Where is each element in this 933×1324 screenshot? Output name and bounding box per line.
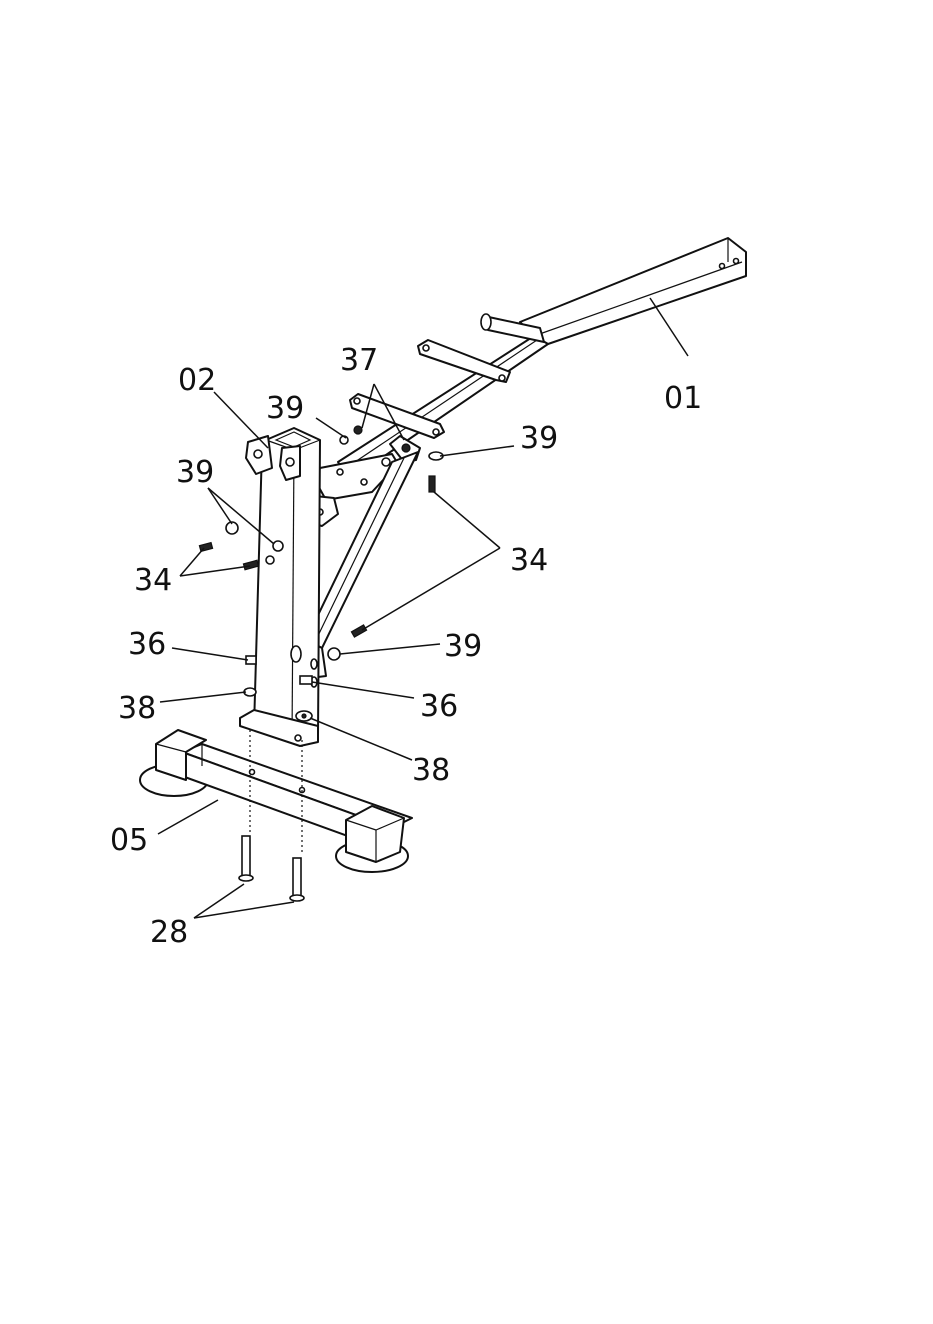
label-part-34-right: 34 [510,543,548,578]
label-part-34-left: 34 [134,563,172,598]
label-part-37: 37 [340,343,378,378]
label-part-39-lower: 39 [444,629,482,664]
label-part-36-left: 36 [128,627,166,662]
label-part-39-top: 39 [266,391,304,426]
label-part-05: 05 [110,823,148,858]
label-part-01: 01 [664,381,702,416]
leader-lines [158,298,688,918]
label-part-39-left: 39 [176,455,214,490]
label-part-38-left: 38 [118,691,156,726]
upright-post-02 [240,428,320,746]
label-part-38-right: 38 [412,753,450,788]
base-stabilizer-05 [140,730,412,872]
label-part-02: 02 [178,363,216,398]
label-part-39-right: 39 [520,421,558,456]
label-part-36-right: 36 [420,689,458,724]
label-part-28: 28 [150,915,188,950]
